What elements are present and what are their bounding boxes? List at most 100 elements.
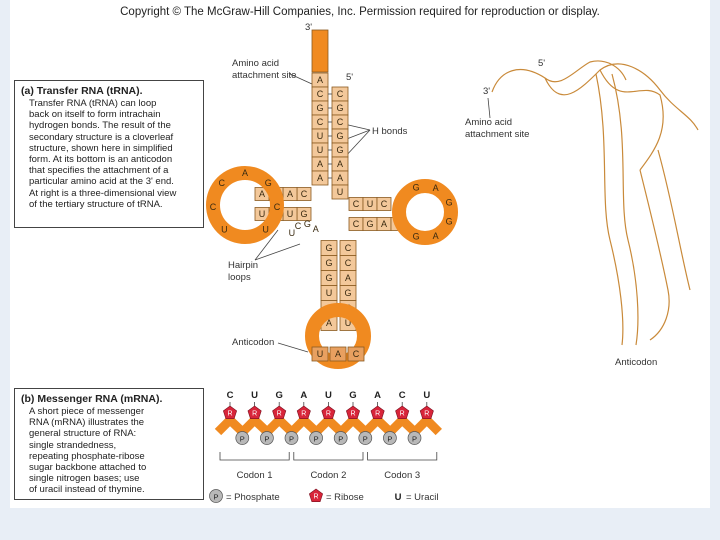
acceptor-left-5-text: U bbox=[317, 145, 324, 155]
phosphate-label-4: P bbox=[338, 435, 343, 444]
phosphate-label-0: P bbox=[240, 435, 245, 444]
anticodon-base-0: U bbox=[311, 346, 329, 362]
anticodon-base-0-text: U bbox=[317, 349, 324, 359]
trna-caption-body: Transfer RNA (tRNA) can loop back on its… bbox=[29, 98, 177, 210]
phosphate-label-1: P bbox=[264, 435, 269, 444]
label-h-bonds: H bonds bbox=[372, 126, 408, 137]
label-hairpin-1: Hairpin bbox=[228, 260, 258, 271]
label-hairpin-2: loops bbox=[228, 272, 251, 283]
acceptor-left-3: C bbox=[311, 114, 329, 130]
d-arm-top-1-text: A bbox=[287, 189, 293, 199]
codon-label-0: Codon 1 bbox=[237, 470, 273, 481]
mrna-base-7: C bbox=[399, 390, 406, 401]
t-arm-bottom-1: G bbox=[362, 217, 378, 231]
phosphate-1: P bbox=[260, 431, 274, 445]
d-loop-base-5: C bbox=[274, 202, 281, 212]
variable-loop-base-2: G bbox=[304, 219, 311, 229]
anticodon-stem-left-1: G bbox=[320, 255, 338, 271]
t-arm-top-1-text: U bbox=[367, 199, 374, 209]
ribose-3: R bbox=[296, 405, 311, 419]
anticodon-stem-right-0: C bbox=[339, 240, 357, 256]
acceptor-right-2-text: C bbox=[337, 117, 344, 127]
anticodon-stem-left-2: G bbox=[320, 270, 338, 286]
legend-uracil-symbol: U bbox=[395, 492, 402, 503]
anticodon-base-1-text: A bbox=[335, 349, 341, 359]
anticodon-stem-left-0: G bbox=[320, 240, 338, 256]
acceptor-right-1: G bbox=[331, 100, 349, 116]
ribose-label-1: R bbox=[252, 411, 257, 418]
acceptor-right-3: G bbox=[331, 128, 349, 144]
anticodon-stem-left-0-text: G bbox=[325, 243, 332, 253]
d-arm-top-0: C bbox=[296, 187, 312, 201]
t-arm-top-2-text: C bbox=[381, 199, 388, 209]
ribose-1: R bbox=[247, 405, 262, 419]
d-loop-ring bbox=[206, 166, 284, 244]
t-loop-base-1: A bbox=[433, 183, 439, 193]
mrna-caption-title: (b) Messenger RNA (mRNA). bbox=[21, 393, 163, 405]
codon-label-2: Codon 3 bbox=[384, 470, 420, 481]
legend-ribose-text: = Ribose bbox=[326, 492, 364, 503]
acceptor-left-7: A bbox=[311, 170, 329, 186]
anticodon-stem-right-2: A bbox=[339, 270, 357, 286]
phosphate-label-3: P bbox=[314, 435, 319, 444]
d-loop-base-3: A bbox=[242, 168, 248, 178]
ribose-0: R bbox=[222, 405, 238, 419]
label-3d-amino-2: attachment site bbox=[465, 129, 529, 140]
anticodon-stem-left-1-text: G bbox=[325, 258, 332, 268]
phosphate-label-2: P bbox=[289, 435, 294, 444]
t-arm-bottom-0: C bbox=[348, 217, 364, 231]
anticodon-stem-left-2-text: G bbox=[325, 273, 332, 283]
d-loop-base-4: G bbox=[265, 178, 272, 188]
codon-bracket-1: Codon 2 bbox=[293, 452, 364, 481]
acceptor-left-6-text: A bbox=[317, 159, 323, 169]
anticodon-stem-left-3-text: U bbox=[326, 288, 333, 298]
ribose-label-7: R bbox=[400, 411, 405, 418]
acceptor-right-1-text: G bbox=[336, 103, 343, 113]
label-5prime: 5' bbox=[346, 72, 353, 83]
ribose-label-5: R bbox=[350, 411, 355, 418]
label-3d-anticodon: Anticodon bbox=[615, 357, 657, 368]
mrna-base-5: G bbox=[349, 390, 356, 401]
ribose-5: R bbox=[345, 405, 361, 419]
mrna-backbone bbox=[214, 413, 442, 439]
d-loop-base-0: U bbox=[221, 225, 228, 235]
ribose-7: R bbox=[395, 405, 410, 419]
ribose-label-3: R bbox=[301, 411, 306, 418]
d-arm-bottom-1-text: U bbox=[287, 209, 294, 219]
mrna-base-3: A bbox=[300, 390, 307, 401]
t-arm-top-2: C bbox=[376, 197, 392, 211]
anticodon-stem-right-1: C bbox=[339, 255, 357, 271]
t-arm-top-1: U bbox=[362, 197, 378, 211]
trna-3d-structure bbox=[491, 60, 699, 346]
ribose-4: R bbox=[321, 405, 336, 419]
mrna-base-2: G bbox=[276, 390, 283, 401]
legend-uracil-text: = Uracil bbox=[406, 492, 438, 503]
acceptor-left-5: U bbox=[311, 142, 329, 158]
d-arm-top-3-text: A bbox=[259, 189, 265, 199]
ribose-8: R bbox=[419, 405, 434, 419]
mrna-base-0: C bbox=[227, 390, 234, 401]
anticodon-stem-right-1-text: C bbox=[345, 258, 352, 268]
label-3d-3prime: 3' bbox=[483, 86, 490, 97]
trna-caption-title: (a) Transfer RNA (tRNA). bbox=[21, 85, 143, 97]
acceptor-left-4-text: U bbox=[317, 131, 324, 141]
phosphate-3: P bbox=[309, 431, 323, 445]
acceptor-right-0-text: C bbox=[337, 89, 344, 99]
acceptor-left-7-text: A bbox=[317, 173, 323, 183]
anticodon-stem-left-3: U bbox=[320, 285, 338, 301]
anticodon-stem-right-3: G bbox=[339, 285, 357, 301]
copyright-notice: Copyright © The McGraw-Hill Companies, I… bbox=[120, 6, 600, 18]
anticodon-stem-right-0-text: C bbox=[345, 243, 352, 253]
acceptor-left-2: G bbox=[311, 100, 329, 116]
mrna-caption-body: A short piece of messenger RNA (mRNA) il… bbox=[29, 406, 147, 496]
d-arm-top-0-text: C bbox=[301, 189, 308, 199]
acceptor-right-3-text: G bbox=[336, 131, 343, 141]
label-3d-5prime: 5' bbox=[538, 58, 545, 69]
phosphate-6: P bbox=[383, 431, 397, 445]
t-loop-ring bbox=[392, 179, 458, 245]
t-arm-top-0: C bbox=[348, 197, 364, 211]
acceptor-right-5-text: A bbox=[337, 159, 343, 169]
